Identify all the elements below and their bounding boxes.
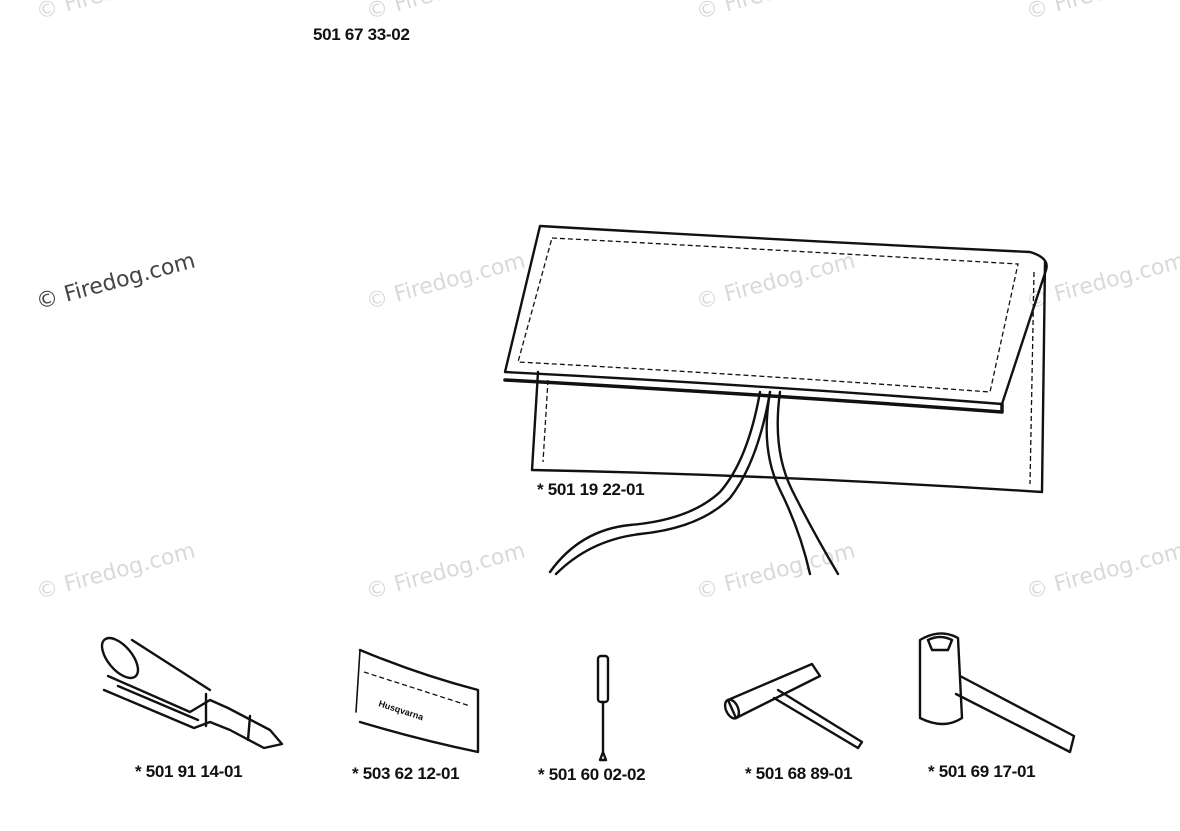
file-brand-text: Husqvarna <box>377 698 425 722</box>
screwdriver-label: * 501 60 02-02 <box>538 765 646 784</box>
screwdriver-drawing <box>596 654 610 762</box>
t-wrench-label: * 501 68 89-01 <box>745 764 853 783</box>
header-part-number: 501 67 33-02 <box>313 25 410 44</box>
tool-bag-drawing <box>503 224 1048 576</box>
combination-spanner-label: * 501 91 14-01 <box>135 762 243 781</box>
spark-plug-wrench-label: * 501 69 17-01 <box>928 762 1036 781</box>
sharpening-file-drawing: Husqvarna <box>355 648 480 754</box>
sharpening-file-label: * 503 62 12-01 <box>352 764 460 783</box>
spark-plug-wrench-drawing <box>918 632 1076 754</box>
t-wrench-drawing <box>723 662 864 750</box>
tool-bag-label: * 501 19 22-01 <box>537 480 645 499</box>
combination-spanner-drawing <box>100 636 284 750</box>
